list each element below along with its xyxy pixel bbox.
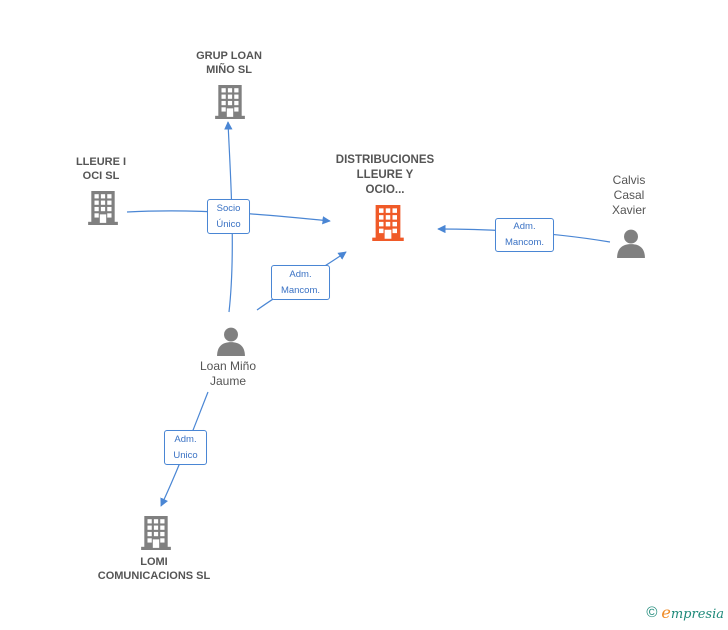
edge-label-adm-mancom-loan[interactable]: Adm. Mancom. — [271, 265, 330, 300]
person-icon[interactable] — [617, 229, 645, 258]
building-icon[interactable] — [372, 205, 404, 241]
building-icon[interactable] — [215, 85, 245, 119]
node-label-lleure-i-oci[interactable]: LLEURE I OCI SL — [75, 156, 127, 182]
edge-label-socio-unico[interactable]: Socio Único — [207, 199, 250, 234]
node-label-distribuciones[interactable]: DISTRIBUCIONES LLEURE Y OCIO... — [335, 154, 435, 196]
building-icon[interactable] — [141, 516, 171, 550]
copyright-icon: © — [646, 604, 658, 621]
building-icon[interactable] — [88, 191, 118, 225]
edge-label-adm-mancom-calvis[interactable]: Adm. Mancom. — [495, 218, 554, 252]
edge-label-adm-unico[interactable]: Adm. Unico — [164, 430, 207, 465]
node-label-grup-loan[interactable]: GRUP LOAN MIÑO SL — [196, 50, 262, 76]
brand-logo: empresia — [661, 603, 724, 622]
node-label-lomi[interactable]: LOMI COMUNICACIONS SL — [97, 556, 211, 582]
footer-brand[interactable]: © empresia — [646, 603, 724, 622]
person-icon[interactable] — [217, 327, 245, 356]
node-label-calvis[interactable]: Calvis Casal Xavier — [611, 173, 647, 217]
node-label-loan-mino[interactable]: Loan Miño Jaume — [199, 359, 257, 388]
